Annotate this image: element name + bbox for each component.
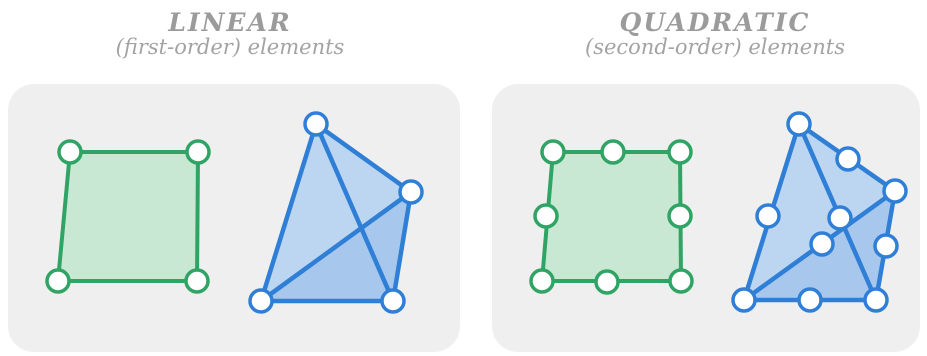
linear-tri-node <box>248 288 274 314</box>
linear-quad-node <box>185 139 211 165</box>
linear-tri-node <box>303 111 329 137</box>
quadratic-quad-node <box>668 268 694 294</box>
quadratic-tri-node <box>827 205 853 231</box>
quadratic-tri-node <box>882 178 908 204</box>
quadratic-quad-node <box>667 139 693 165</box>
linear-tri-edge <box>313 121 396 304</box>
linear-tri-edge <box>258 189 414 304</box>
linear-quad-node <box>45 268 71 294</box>
linear-tri-node <box>380 288 406 314</box>
linear-heading: LINEAR (first-order) elements <box>60 10 400 58</box>
quadratic-tri-face <box>744 124 895 300</box>
quadratic-tri-node <box>809 231 835 257</box>
quadratic-quad-node <box>667 203 693 229</box>
quadratic-quad-element <box>529 139 694 295</box>
linear-tri-element <box>248 111 424 314</box>
linear-subtitle: (first-order) elements <box>115 35 345 59</box>
quadratic-quad-node <box>594 269 620 295</box>
linear-tri-node <box>398 179 424 205</box>
linear-tri-face <box>261 124 411 301</box>
quadratic-quad-node <box>529 268 555 294</box>
quadratic-title: QUADRATIC <box>619 8 811 37</box>
quadratic-tri-element <box>731 111 908 313</box>
linear-quad-element <box>45 139 211 294</box>
quadratic-tri-node <box>863 287 889 313</box>
quadratic-tri-node <box>835 146 861 172</box>
linear-quad-node <box>184 268 210 294</box>
quadratic-tri-node <box>873 233 899 259</box>
quadratic-tri-node <box>755 203 781 229</box>
quadratic-quad-shape <box>540 150 683 283</box>
quadratic-quad-node <box>540 139 566 165</box>
quadratic-heading: QUADRATIC (second-order) elements <box>525 10 905 58</box>
quadratic-tri-node <box>797 287 823 313</box>
quadratic-quad-node <box>533 203 559 229</box>
linear-quad-shape <box>56 150 200 283</box>
quadratic-quad-node <box>600 139 626 165</box>
quadratic-tri-node <box>731 287 757 313</box>
linear-title: LINEAR <box>168 8 292 37</box>
linear-quad-node <box>57 139 83 165</box>
quadratic-subtitle: (second-order) elements <box>585 35 845 59</box>
quadratic-tri-node <box>786 111 812 137</box>
